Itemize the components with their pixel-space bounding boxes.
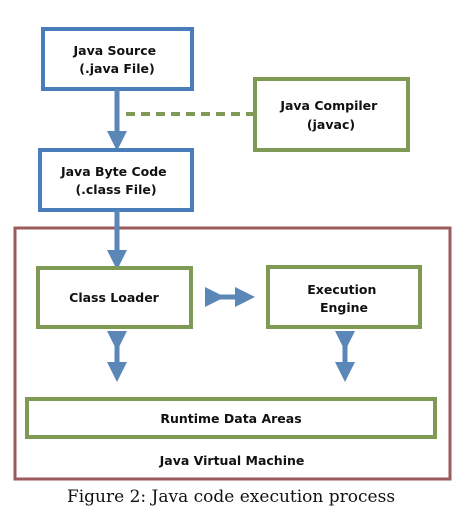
execution-engine-sublabel: Engine [320, 300, 368, 315]
svg-text:Java Byte Code (.class Fil: Java Byte Code (.class File) [60, 164, 171, 197]
java-source-label: Java Source [73, 43, 157, 58]
svg-text:Execution Engine: Execution Engine [307, 282, 381, 315]
svg-text:Class Loader: Class Loader [69, 290, 160, 305]
jvm-container [13, 226, 452, 481]
byte-code-box [38, 148, 194, 212]
java-source-sublabel: (.java File) [79, 61, 154, 76]
java-compiler-sublabel: (javac) [307, 117, 355, 132]
class-loader-box [36, 266, 193, 329]
runtime-data-box [25, 397, 437, 439]
jvm-label: Java Virtual Machine [159, 453, 305, 468]
byte-code-sublabel: (.class File) [75, 182, 156, 197]
figure-caption: Figure 2: Java code execution process [66, 487, 396, 507]
java-source-box [41, 27, 194, 91]
execution-engine-box [266, 265, 422, 329]
execution-engine-label: Execution [307, 282, 376, 297]
runtime-data-label: Runtime Data Areas [160, 411, 301, 426]
class-loader-label: Class Loader [69, 290, 160, 305]
java-compiler-box [253, 77, 410, 152]
svg-text:Java Compiler (javac): Java Compiler (javac) [279, 98, 381, 132]
svg-text:Java Source (.java File): Java Source (.java File) [73, 43, 161, 76]
byte-code-label: Java Byte Code [60, 164, 167, 179]
java-compiler-label: Java Compiler [279, 98, 378, 113]
svg-text:Runtime Data Areas: Runtime Data Areas [160, 411, 301, 426]
svg-text:Java Virtual Machine: Java Virtual Machine [159, 453, 305, 468]
